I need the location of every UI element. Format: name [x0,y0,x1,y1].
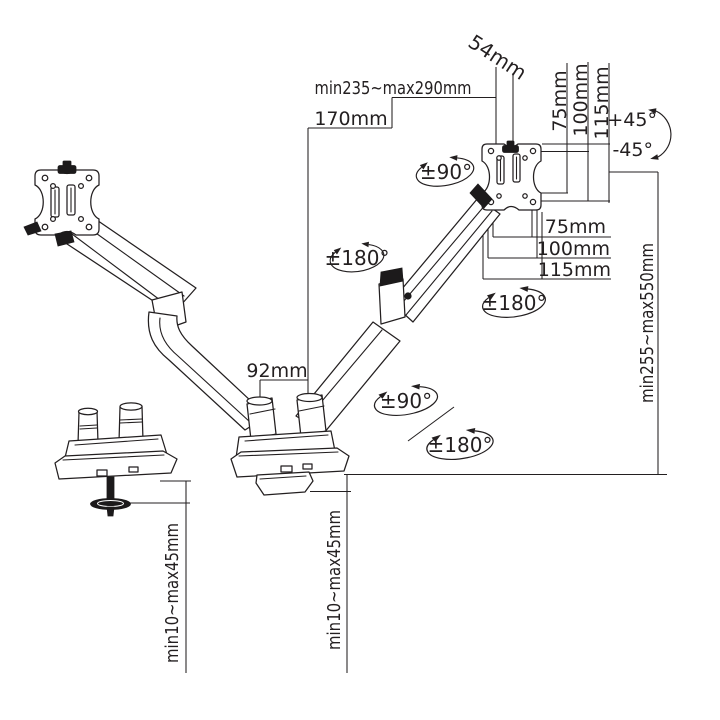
arm-swivel-label: ±180° [325,246,390,270]
vesa-vertical-100-label: 100mm [570,63,592,136]
vesa-head-cap [502,145,519,153]
base-swivel-label: ±180° [428,433,493,457]
tilt-arc [648,108,672,160]
forearm-length-label: 170mm [314,108,387,130]
vesa-swivel-label: ±180° [482,291,547,315]
left-monitor-arm [57,213,268,431]
vesa-horizontal-100-label: 100mm [537,238,610,260]
dimension-lines [118,62,667,673]
labels: 54mm min235~max290mm 170mm 92mm 75mm 100… [162,30,658,663]
rotation-divider-slash [407,406,455,442]
base-width-label: 92mm [246,360,307,382]
vesa-vertical-75-label: 75mm [549,70,571,131]
clamp-lower-jaw [255,471,314,496]
grommet-desk-thickness-label: min10~max45mm [162,523,183,663]
vesa-rotation-label: ±90° [420,160,472,184]
tilt-down-label: -45° [612,139,653,161]
vesa-head-depth-label: 54mm [464,30,531,85]
base-rotation-label: ±90° [380,389,432,413]
grommet-bolt [90,476,131,517]
vesa-vertical-115-label: 115mm [591,66,613,139]
vesa-head-cap [57,165,77,174]
vesa-horizontal-115-label: 115mm [538,259,611,281]
height-range-label: min255~max550mm [637,243,658,403]
grommet-mount-base [54,402,178,517]
right-vesa-plate [469,140,542,211]
left-vesa-plate [23,160,100,247]
vesa-horizontal-75-label: 75mm [545,216,606,238]
tilt-up-label: +45° [607,109,657,131]
upper-arm-extension-label: min235~max290mm [315,78,472,99]
clamp-desk-thickness-label: min10~max45mm [324,510,345,650]
desk-clamp-base [230,392,350,496]
